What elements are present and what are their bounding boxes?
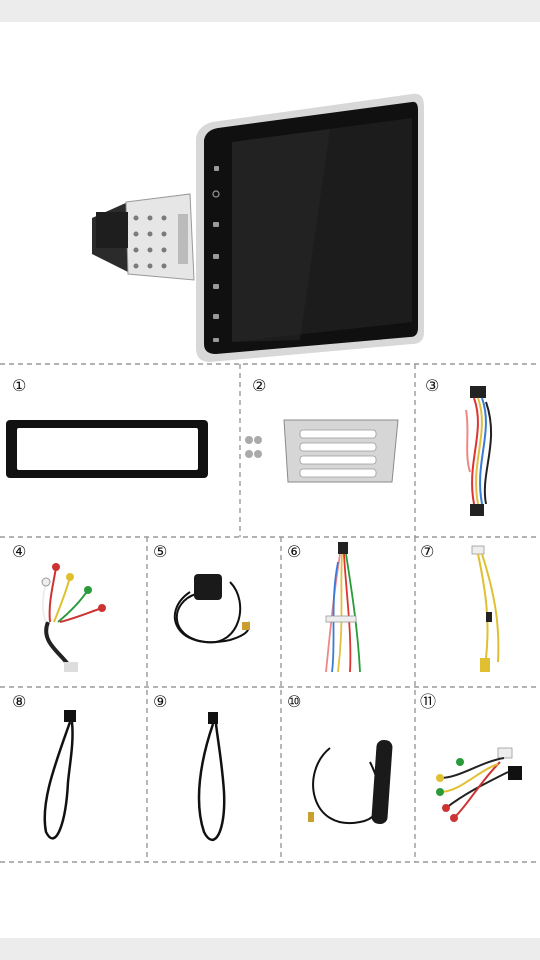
item-number-8: ⑧ [12, 692, 27, 711]
bracket-image [245, 419, 399, 483]
usb-cable-a-image [43, 710, 76, 840]
camera-cable-image [471, 545, 500, 672]
gps-antenna-image [173, 574, 250, 644]
item-number-3: ③ [425, 376, 440, 395]
rca-extension-image [436, 747, 522, 822]
rca-cable-image [41, 563, 106, 672]
item-number-2: ② [252, 376, 267, 395]
item-number-10: ⑩ [287, 692, 302, 711]
chassis-box [92, 193, 195, 281]
item-number-1: ① [12, 376, 27, 395]
head-unit-image [92, 93, 424, 362]
iso-harness-image [465, 386, 493, 516]
item-number-11: ⑪ [420, 692, 437, 711]
accessories-grid [0, 363, 540, 863]
grid-dividers [0, 363, 540, 863]
main-harness-image [325, 542, 361, 673]
fm-antenna-image [308, 740, 393, 825]
item-number-5: ⑤ [153, 542, 168, 561]
screen-display [196, 93, 424, 362]
item-number-9: ⑨ [153, 692, 168, 711]
item-number-6: ⑥ [287, 542, 302, 561]
item-number-4: ④ [12, 542, 27, 561]
item-number-7: ⑦ [420, 542, 435, 561]
product-page: ① ② ③ ④ ⑤ ⑥ ⑦ ⑧ ⑨ ⑩ ⑪ [0, 22, 540, 938]
usb-cable-b-image [197, 712, 226, 841]
frame-bezel-image [6, 420, 208, 478]
